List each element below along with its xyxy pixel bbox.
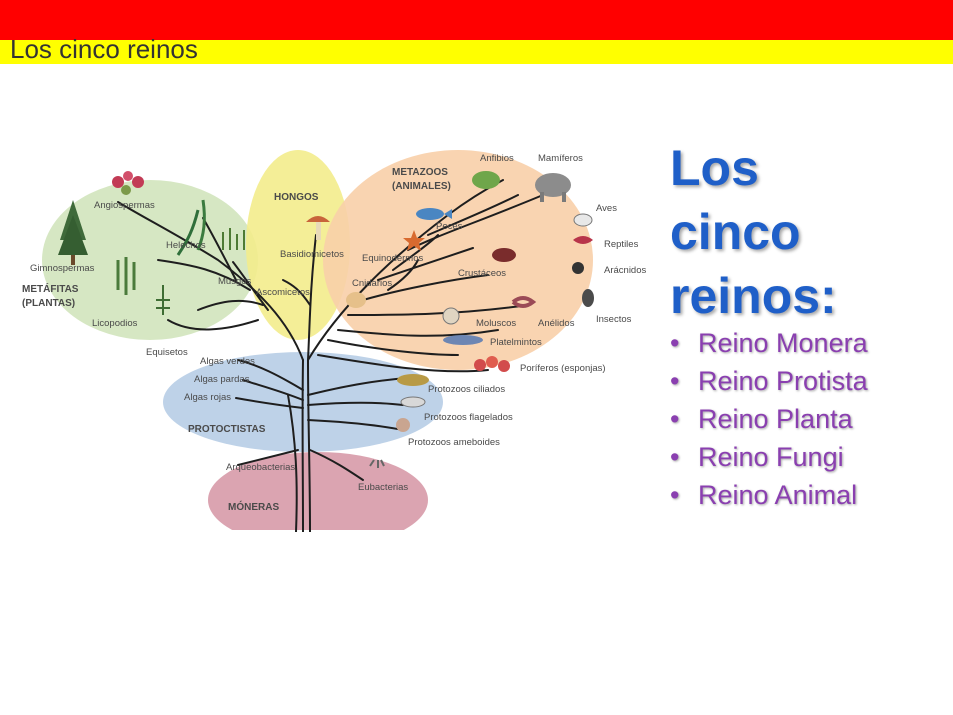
label-mamiferos: Mamíferos — [538, 153, 583, 164]
kingdom-item-protista: • Reino Protista — [670, 362, 868, 400]
kingdom-label: Reino Animal — [698, 480, 858, 510]
label-metafitas: METÁFITAS — [22, 282, 79, 295]
organism-icons — [58, 171, 594, 468]
label-protozoos-ciliados: Protozoos ciliados — [428, 384, 505, 395]
label-anelidos: Anélidos — [538, 318, 575, 329]
label-arqueobacterias: Arqueobacterias — [226, 462, 295, 473]
label-algas-pardas: Algas pardas — [194, 374, 250, 385]
kingdom-label: Reino Monera — [698, 328, 868, 358]
label-peces: Peces — [436, 221, 463, 232]
label-aracnidos: Arácnidos — [604, 265, 646, 276]
tree-branches — [117, 179, 544, 532]
heading-los-cinco-reinos: Los cinco reinos: — [670, 136, 837, 328]
kingdom-label: Reino Protista — [698, 366, 868, 396]
label-protozoos-flagelados: Protozoos flagelados — [424, 412, 513, 423]
kingdom-item-monera: • Reino Monera — [670, 324, 868, 362]
label-ascomicetos: Ascomicetos — [256, 287, 310, 298]
heading-line-3: reinos: — [670, 268, 837, 324]
label-angiospermas: Angiospermas — [94, 200, 155, 211]
label-gimnospermas: Gimnospermas — [30, 263, 95, 274]
label-animales: (ANIMALES) — [392, 181, 451, 192]
kingdom-item-planta: • Reino Planta — [670, 400, 868, 438]
kingdom-item-fungi: • Reino Fungi — [670, 438, 868, 476]
label-basidiomicetos: Basidiomicetos — [280, 249, 344, 260]
bullet-icon: • — [670, 366, 680, 396]
label-reptiles: Reptiles — [604, 239, 639, 250]
label-equisetos: Equisetos — [146, 347, 188, 358]
label-aves: Aves — [596, 203, 617, 214]
slide-title: Los cinco reinos — [10, 34, 198, 64]
label-moluscos: Moluscos — [476, 318, 516, 329]
label-crustaceos: Crustáceos — [458, 268, 506, 279]
moneras-blob — [208, 452, 428, 532]
bullet-icon: • — [670, 404, 680, 434]
top-red-bar — [0, 0, 953, 40]
heading-line-1: Los — [670, 140, 759, 196]
label-hongos: HONGOS — [274, 192, 319, 203]
label-protozoos-ameboides: Protozoos ameboides — [408, 437, 500, 448]
tree-of-life-diagram: METÁFITAS (PLANTAS) HONGOS METAZOOS (ANI… — [22, 150, 646, 532]
label-helechos: Helechos — [166, 240, 206, 251]
kingdom-item-animal: • Reino Animal — [670, 476, 868, 514]
label-musgos: Musgos — [218, 276, 252, 287]
label-licopodios: Licopodios — [92, 318, 138, 329]
bullet-icon: • — [670, 480, 680, 510]
heading-line-2: cinco — [670, 204, 801, 260]
bullet-icon: • — [670, 442, 680, 472]
label-eubacterias: Eubacterias — [358, 482, 408, 493]
bullet-icon: • — [670, 328, 680, 358]
hongos-blob — [246, 150, 350, 340]
label-metazoos: METAZOOS — [392, 167, 448, 178]
label-protoctistas: PROTOCTISTAS — [188, 424, 266, 435]
label-equinodermos: Equinodermos — [362, 253, 424, 264]
label-moneras: MÓNERAS — [228, 500, 279, 513]
label-algas-rojas: Algas rojas — [184, 392, 231, 403]
kingdom-list: • Reino Monera • Reino Protista • Reino Pla… — [670, 324, 868, 514]
label-anfibios: Anfibios — [480, 153, 514, 164]
kingdom-label: Reino Planta — [698, 404, 853, 434]
label-platelmintos: Platelmintos — [490, 337, 542, 348]
label-algas-verdes: Algas verdes — [200, 356, 255, 367]
title-yellow-bar — [0, 40, 953, 64]
label-poriferos: Poríferos (esponjas) — [520, 363, 606, 374]
label-cnidarios: Cnidarios — [352, 278, 392, 289]
kingdom-label: Reino Fungi — [698, 442, 844, 472]
label-plantas: (PLANTAS) — [22, 298, 75, 309]
label-insectos: Insectos — [596, 314, 632, 325]
